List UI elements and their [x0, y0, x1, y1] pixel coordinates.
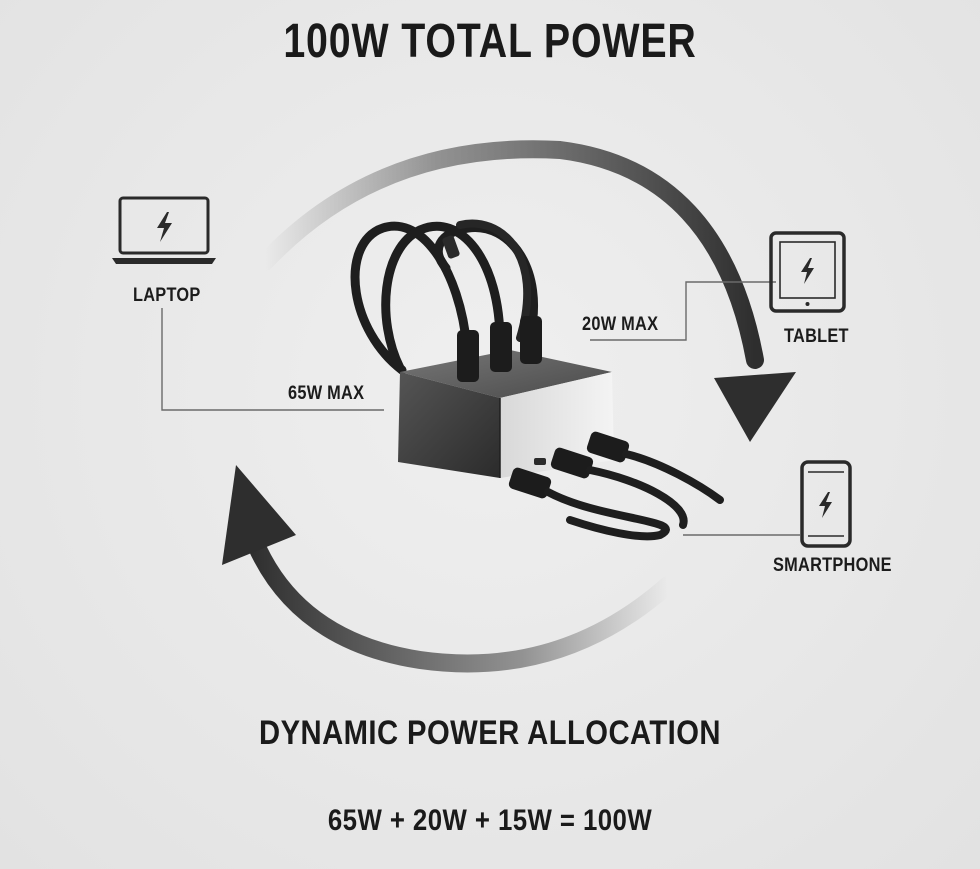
tablet-leader-line [590, 281, 776, 341]
section-subtitle: DYNAMIC POWER ALLOCATION [259, 714, 721, 752]
laptop-icon [112, 196, 216, 264]
laptop-limit-label: 65W MAX [288, 383, 365, 404]
top-arrowhead [714, 372, 796, 442]
bottom-arrowhead [222, 465, 296, 565]
tablet-label: TABLET [784, 326, 849, 347]
charger-hub [350, 219, 724, 541]
bottom-flow-arrow [241, 521, 677, 673]
page-title: 100W TOTAL POWER [283, 15, 697, 68]
smartphone-icon [800, 460, 852, 548]
laptop-leader-line [161, 308, 384, 411]
tablet-limit-label: 20W MAX [582, 314, 659, 335]
smartphone-label: SMARTPHONE [773, 555, 892, 576]
laptop-label: LAPTOP [133, 285, 201, 306]
top-flow-arrow [256, 140, 764, 369]
power-equation: 65W + 20W + 15W = 100W [327, 804, 653, 837]
tablet-icon [769, 231, 846, 313]
